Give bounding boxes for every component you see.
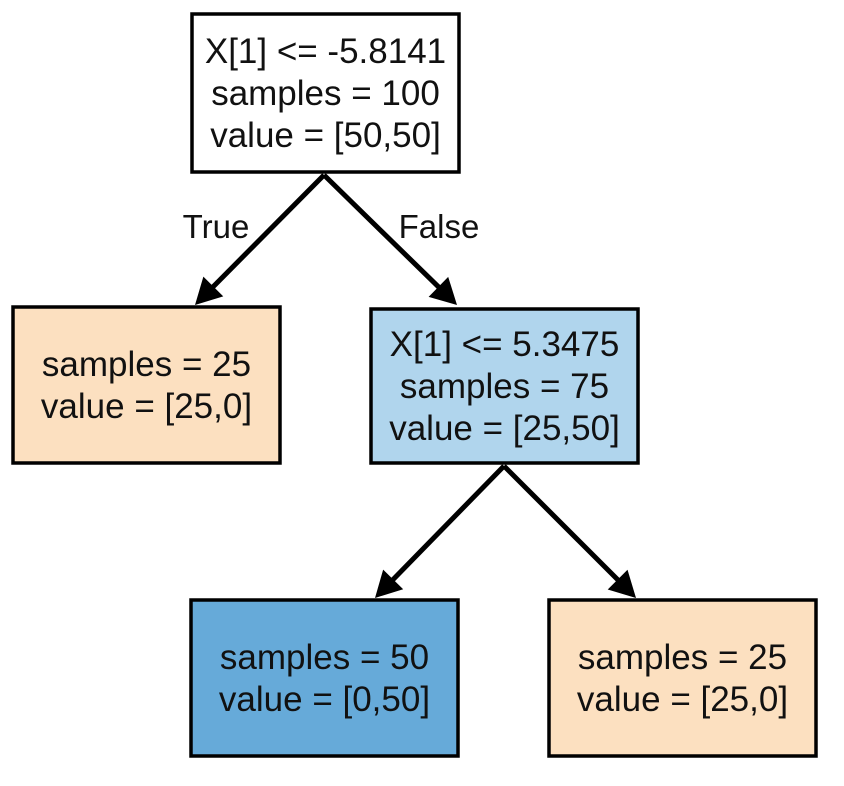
- node-box: [547, 598, 818, 758]
- node-text-line: value = [50,50]: [210, 116, 441, 155]
- edge-line: [502, 464, 621, 583]
- node-text-line: samples = 25: [578, 638, 787, 677]
- node-box: [189, 598, 460, 758]
- edge-line: [210, 173, 326, 290]
- edge-right-split-to-bottom-right-leaf: [502, 464, 636, 598]
- node-text-line: samples = 100: [211, 74, 440, 113]
- node-text-line: value = [25,0]: [41, 387, 252, 426]
- node-box: [11, 305, 282, 465]
- arrow-head-icon: [375, 569, 404, 598]
- node-text-line: value = [25,50]: [389, 409, 620, 448]
- edge-line: [389, 464, 506, 583]
- arrow-head-icon: [428, 276, 457, 305]
- node-text-line: samples = 25: [42, 345, 251, 384]
- edge-label-true: True: [183, 208, 250, 245]
- edge-line: [322, 173, 442, 291]
- arrow-head-icon: [607, 569, 636, 598]
- arrow-head-icon: [195, 276, 224, 305]
- node-box: [369, 307, 640, 465]
- node-text-line: value = [25,0]: [577, 680, 788, 719]
- node-text-line: X[1] <= -5.8141: [205, 32, 446, 71]
- node-text-line: value = [0,50]: [219, 680, 430, 719]
- edge-root-to-right-split: False: [322, 173, 480, 305]
- edge-right-split-to-bottom-left-leaf: [375, 464, 506, 598]
- edge-label-false: False: [399, 208, 480, 245]
- node-text-line: X[1] <= 5.3475: [390, 325, 620, 364]
- edge-root-to-left-leaf: True: [183, 173, 326, 305]
- node-box: [190, 12, 461, 174]
- node-text-line: samples = 75: [400, 367, 609, 406]
- node-text-line: samples = 50: [220, 638, 429, 677]
- edges-layer: True False: [183, 173, 636, 598]
